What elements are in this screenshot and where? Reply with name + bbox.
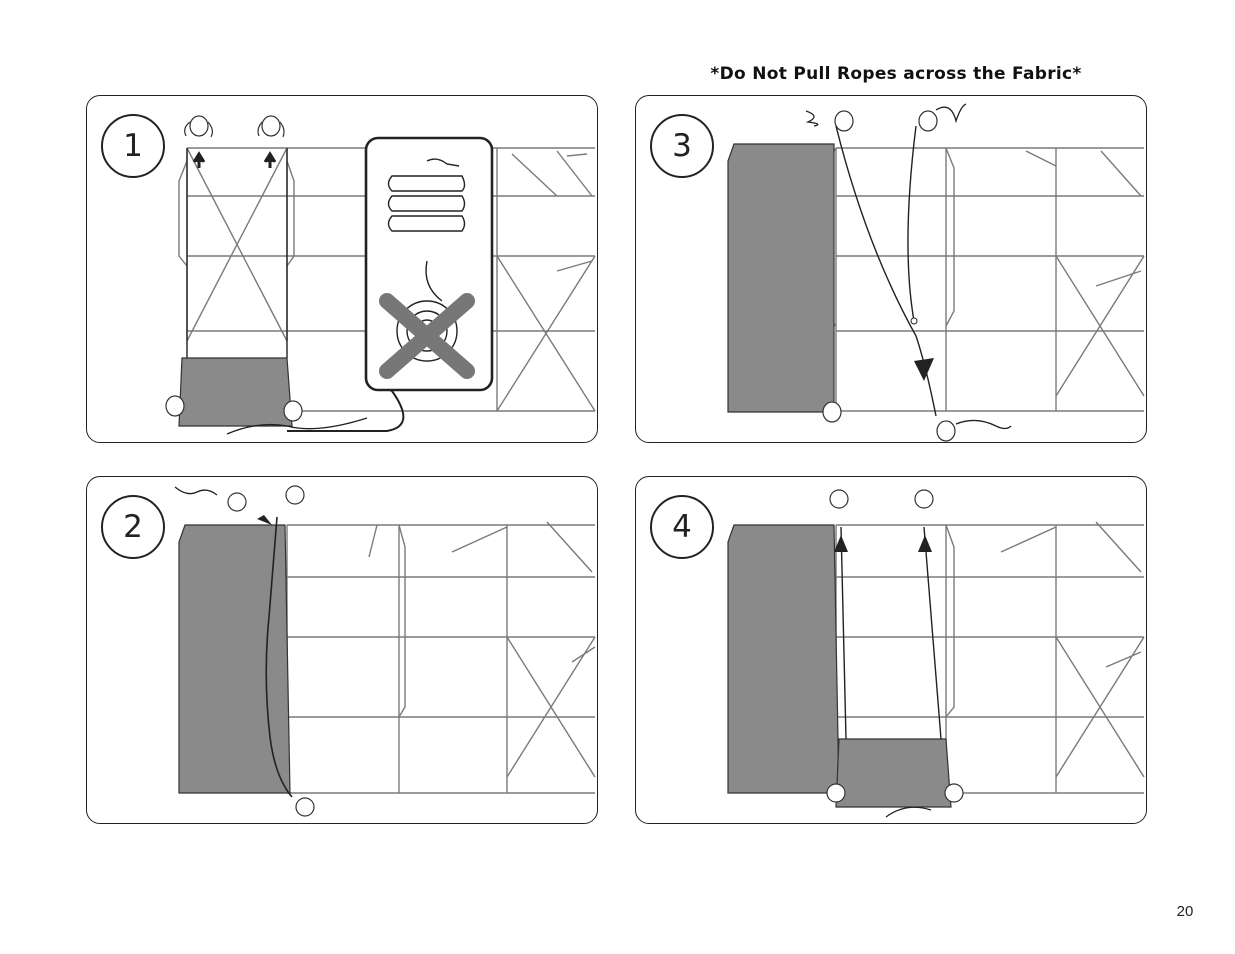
step-4-panel: 4	[635, 476, 1147, 824]
step-4-badge: 4	[650, 495, 714, 559]
step-3-badge: 3	[650, 114, 714, 178]
step-3-panel: 3	[635, 95, 1147, 443]
step-2-panel: 2	[86, 476, 598, 824]
warning-note: *Do Not Pull Ropes across the Fabric*	[640, 64, 1152, 84]
step-1-badge: 1	[101, 114, 165, 178]
step-1-panel: 1	[86, 95, 598, 443]
page-number: 20	[1165, 903, 1205, 920]
step-2-badge: 2	[101, 495, 165, 559]
